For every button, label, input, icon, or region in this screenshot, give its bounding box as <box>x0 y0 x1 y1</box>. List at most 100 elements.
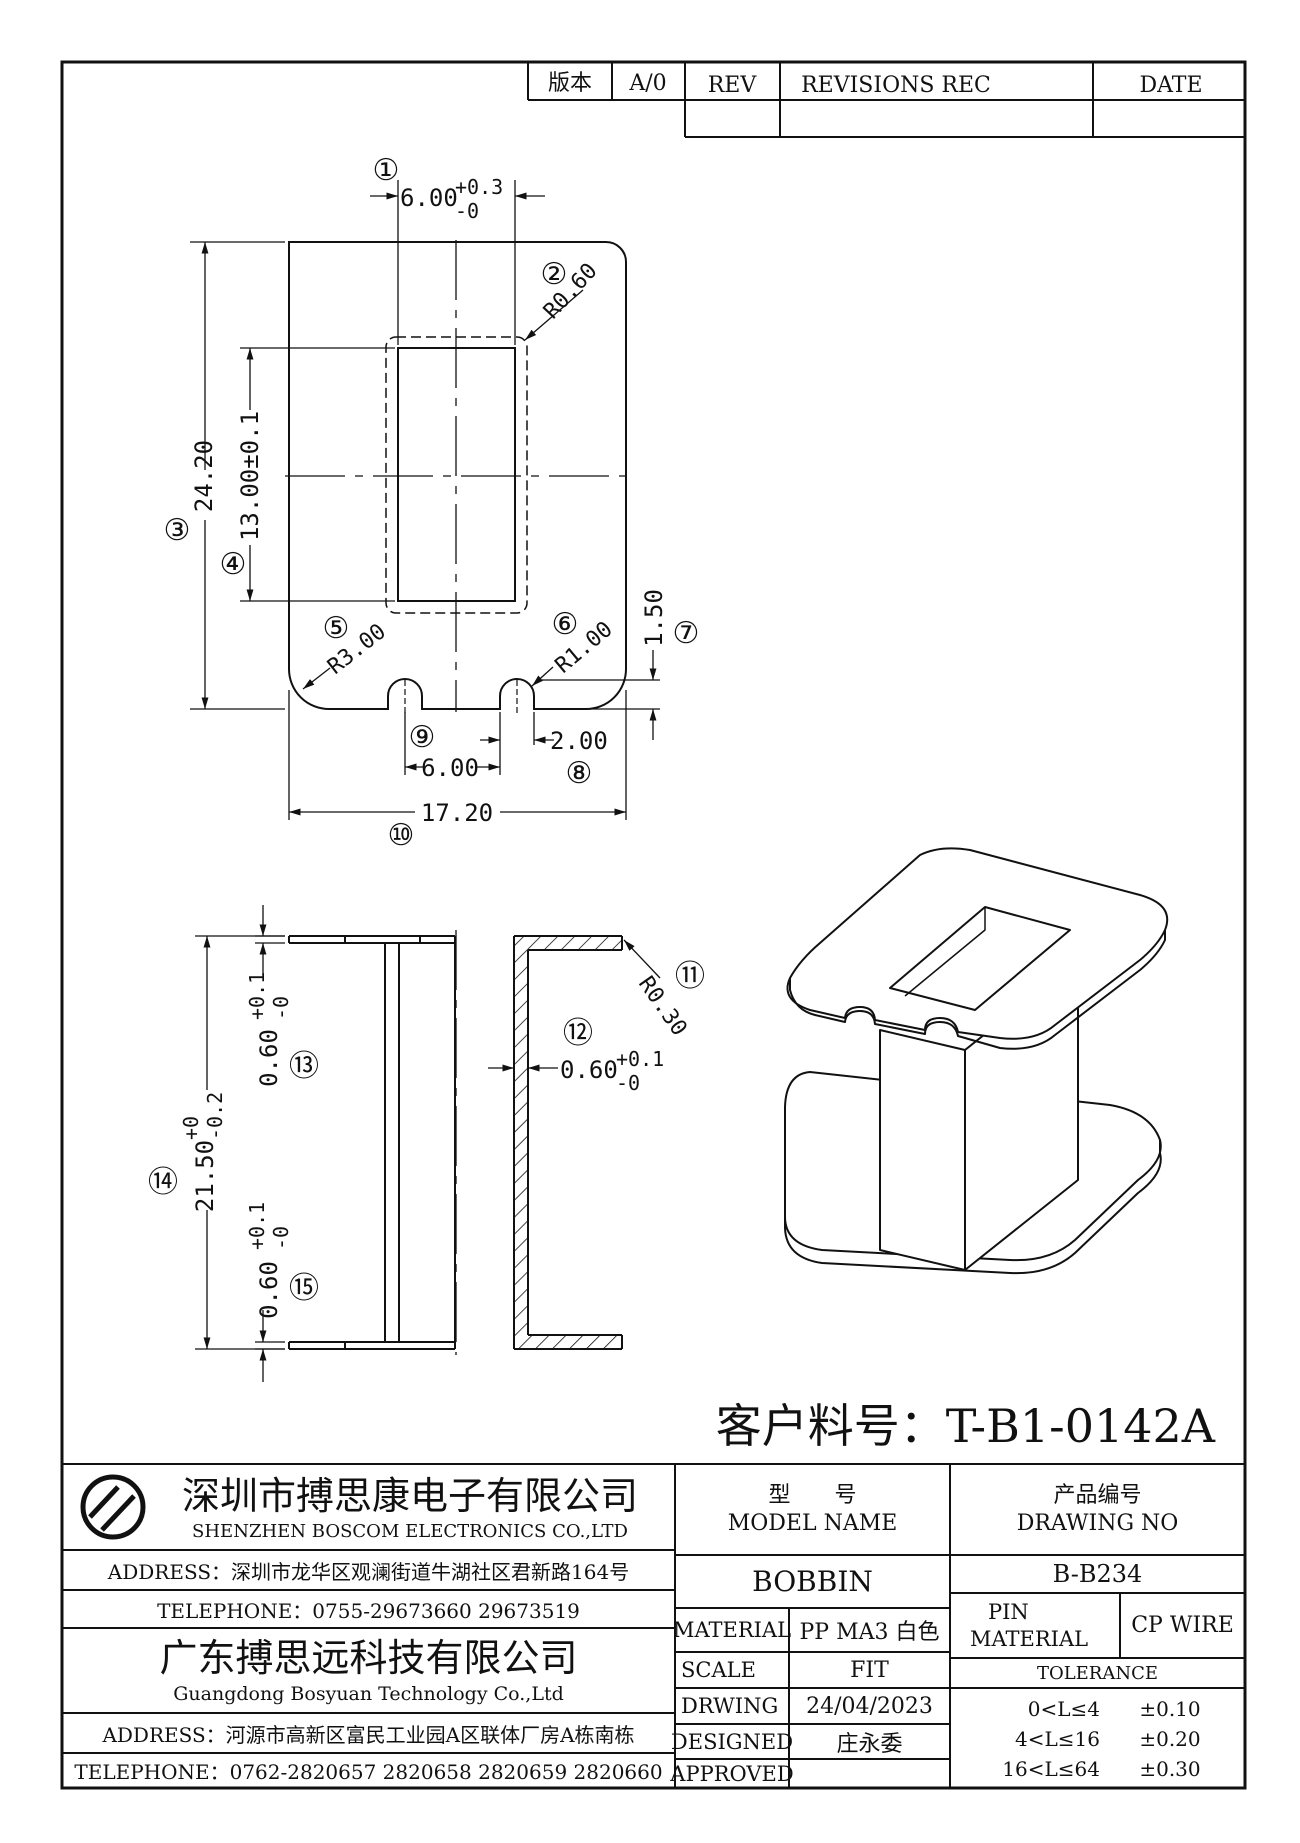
callout-5: ⑤ <box>323 611 350 646</box>
address2: ADDRESS：河源市高新区富民工业园A区联体厂房A栋南栋 <box>102 1722 635 1747</box>
tolerance-row: 16<L≤64 ±0.30 <box>950 1754 1245 1784</box>
isometric-view <box>783 847 1169 1275</box>
callout-8: ⑧ <box>566 756 593 791</box>
material-label: MATERIAL <box>672 1618 792 1642</box>
tolerance-value: ±0.10 <box>1139 1697 1201 1721</box>
callout-6: ⑥ <box>552 607 579 642</box>
dim-wall-value: 0.60 <box>560 1056 618 1084</box>
tolerance-range: 0<L≤4 <box>1027 1697 1100 1721</box>
callout-10: ⑩ <box>388 818 415 853</box>
dim-flange-bottom <box>255 1310 285 1382</box>
callout-13: ⑬ <box>289 1049 319 1084</box>
leader-radius-inner <box>524 289 584 341</box>
dim-flange-top-tol-plus: +0.1 <box>245 972 269 1020</box>
dim-notch-depth-value: 1.50 <box>640 589 668 647</box>
tolerance-value: ±0.20 <box>1139 1727 1201 1751</box>
dim-flange-bottom-value: 0.60 <box>255 1261 283 1319</box>
leader-radius-notch <box>531 666 554 687</box>
dim-wall-tol-plus: +0.1 <box>616 1047 664 1071</box>
boscom-logo-icon <box>80 1474 146 1540</box>
callout-2: ② <box>541 257 568 292</box>
company1-en: SHENZHEN BOSCOM ELECTRONICS CO.,LTD <box>192 1520 628 1542</box>
model-name-label-en: MODEL NAME <box>727 1510 898 1536</box>
drawing-label: DRWING <box>681 1694 779 1718</box>
approved-label: APPROVED <box>670 1761 794 1786</box>
dim-flange-top <box>255 905 285 975</box>
side-hatch-top <box>514 936 622 950</box>
dim-length-tol-minus: -0.2 <box>203 1092 227 1140</box>
title-block-grid <box>62 1463 1245 1788</box>
revision-rev-label: REV <box>708 73 758 98</box>
company1-cn: 深圳市搏思康电子有限公司 <box>181 1473 638 1518</box>
address1: ADDRESS：深圳市龙华区观澜街道牛湖社区君新路164号 <box>107 1559 630 1584</box>
tolerance-range: 4<L≤16 <box>1015 1727 1100 1751</box>
drawing-date: 24/04/2023 <box>806 1693 933 1719</box>
dim-width-overall <box>288 690 627 820</box>
tolerance-label: TOLERANCE <box>1036 1662 1159 1684</box>
model-name-label-cn: 型 号 <box>768 1483 857 1508</box>
dim-wall-tol-minus: -0 <box>616 1071 640 1095</box>
customer-part-number: 客户料号：T-B1-0142A <box>716 1399 1216 1453</box>
tolerance-table: 0<L≤4 ±0.10 4<L≤16 ±0.20 16<L≤64 ±0.30 <box>950 1694 1245 1786</box>
approved-value <box>789 1759 950 1788</box>
model-name-label: 型 号 MODEL NAME <box>675 1464 950 1555</box>
dim-flange-bottom-tol-plus: +0.1 <box>245 1202 269 1250</box>
dim-length-tol-plus: +0 <box>179 1116 203 1140</box>
dim-flange-bottom-tol-minus: -0 <box>269 1226 293 1250</box>
drawing-no-label-cn: 产品编号 <box>1053 1483 1142 1508</box>
front-view-outline <box>288 241 627 710</box>
pin-material-label-2: MATERIAL <box>970 1626 1089 1651</box>
revision-table <box>527 62 1245 138</box>
side-hatch-wall <box>514 950 528 1335</box>
tolerance-value: ±0.30 <box>1139 1757 1201 1781</box>
revision-version-label: 版本 <box>548 71 592 96</box>
designed-label: DESIGNED <box>670 1729 794 1754</box>
drawing-no-label: 产品编号 DRAWING NO <box>950 1464 1245 1555</box>
leader-radius-corner <box>302 667 331 690</box>
callout-15: ⑮ <box>289 1271 319 1306</box>
pin-material-value: CP WIRE <box>1131 1613 1234 1638</box>
company2-en: Guangdong Bosyuan Technology Co.,Ltd <box>173 1683 564 1705</box>
dim-flange-top-tol-minus: -0 <box>269 996 293 1020</box>
revision-version-value: A/0 <box>628 71 666 96</box>
revision-revisions-label: REVISIONS REC <box>801 73 991 98</box>
dim-width-inner-value: 6.00 <box>400 184 458 212</box>
company2-cn: 广东搏思远科技有限公司 <box>159 1635 578 1680</box>
telephone2: TELEPHONE：0762-2820657 2820658 2820659 2… <box>74 1760 663 1784</box>
dim-height-inner <box>240 347 395 602</box>
dim-notch-spacing-value: 6.00 <box>421 754 479 782</box>
dim-notch-spacing <box>404 712 500 775</box>
revision-date-label: DATE <box>1139 73 1202 98</box>
dim-width-inner-tol-plus: +0.3 <box>455 175 503 199</box>
dim-width-inner <box>370 180 545 345</box>
dim-width-overall-value: 17.20 <box>421 799 493 827</box>
callout-4: ④ <box>220 547 247 582</box>
dim-flange-top-value: 0.60 <box>255 1029 283 1087</box>
drawing-no-value: B-B234 <box>1052 1560 1143 1588</box>
designed-value: 庄永委 <box>836 1731 903 1757</box>
scale-label: SCALE <box>681 1658 756 1682</box>
side-view: ⑪ R0.30 ⑫ 0.60 +0.1 -0 21.50 +0 -0.2 ⑭ 0… <box>148 905 705 1382</box>
dim-length-value: 21.50 <box>191 1140 219 1212</box>
tolerance-range: 16<L≤64 <box>1002 1757 1100 1781</box>
callout-14: ⑭ <box>148 1165 178 1200</box>
dim-notch-width <box>480 712 554 775</box>
callout-12: ⑫ <box>563 1016 593 1051</box>
dim-height-inner-value: 13.00±0.1 <box>236 411 264 541</box>
scale-value: FIT <box>850 1657 889 1683</box>
callout-3: ③ <box>164 513 191 548</box>
tolerance-row: 0<L≤4 ±0.10 <box>950 1694 1245 1724</box>
callout-1: ① <box>373 153 400 188</box>
pin-material-label: PIN MATERIAL <box>950 1593 1120 1658</box>
callout-9: ⑨ <box>409 720 436 755</box>
side-hatch-bottom <box>514 1335 622 1349</box>
telephone1: TELEPHONE：0755-29673660 29673519 <box>157 1598 580 1623</box>
sheet-border <box>60 60 1247 1790</box>
pin-material-label-1: PIN <box>988 1600 1029 1625</box>
callout-7: ⑦ <box>673 616 700 651</box>
drawing-no-label-en: DRAWING NO <box>1016 1510 1179 1536</box>
tolerance-row: 4<L≤16 ±0.20 <box>950 1724 1245 1754</box>
leader-radius-edge <box>623 939 661 979</box>
